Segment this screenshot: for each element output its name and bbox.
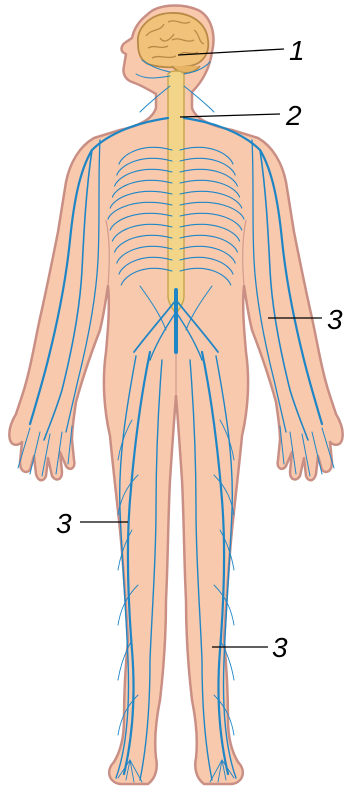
label-spinal-cord: 2	[285, 100, 302, 131]
label-brain: 1	[289, 35, 305, 66]
label-arm-nerves: 3	[327, 304, 343, 335]
spinal-cord	[168, 71, 184, 314]
label-thigh-nerves: 3	[56, 508, 72, 539]
label-leg-nerves: 3	[272, 632, 288, 663]
spinal-cord-shape	[168, 71, 184, 314]
